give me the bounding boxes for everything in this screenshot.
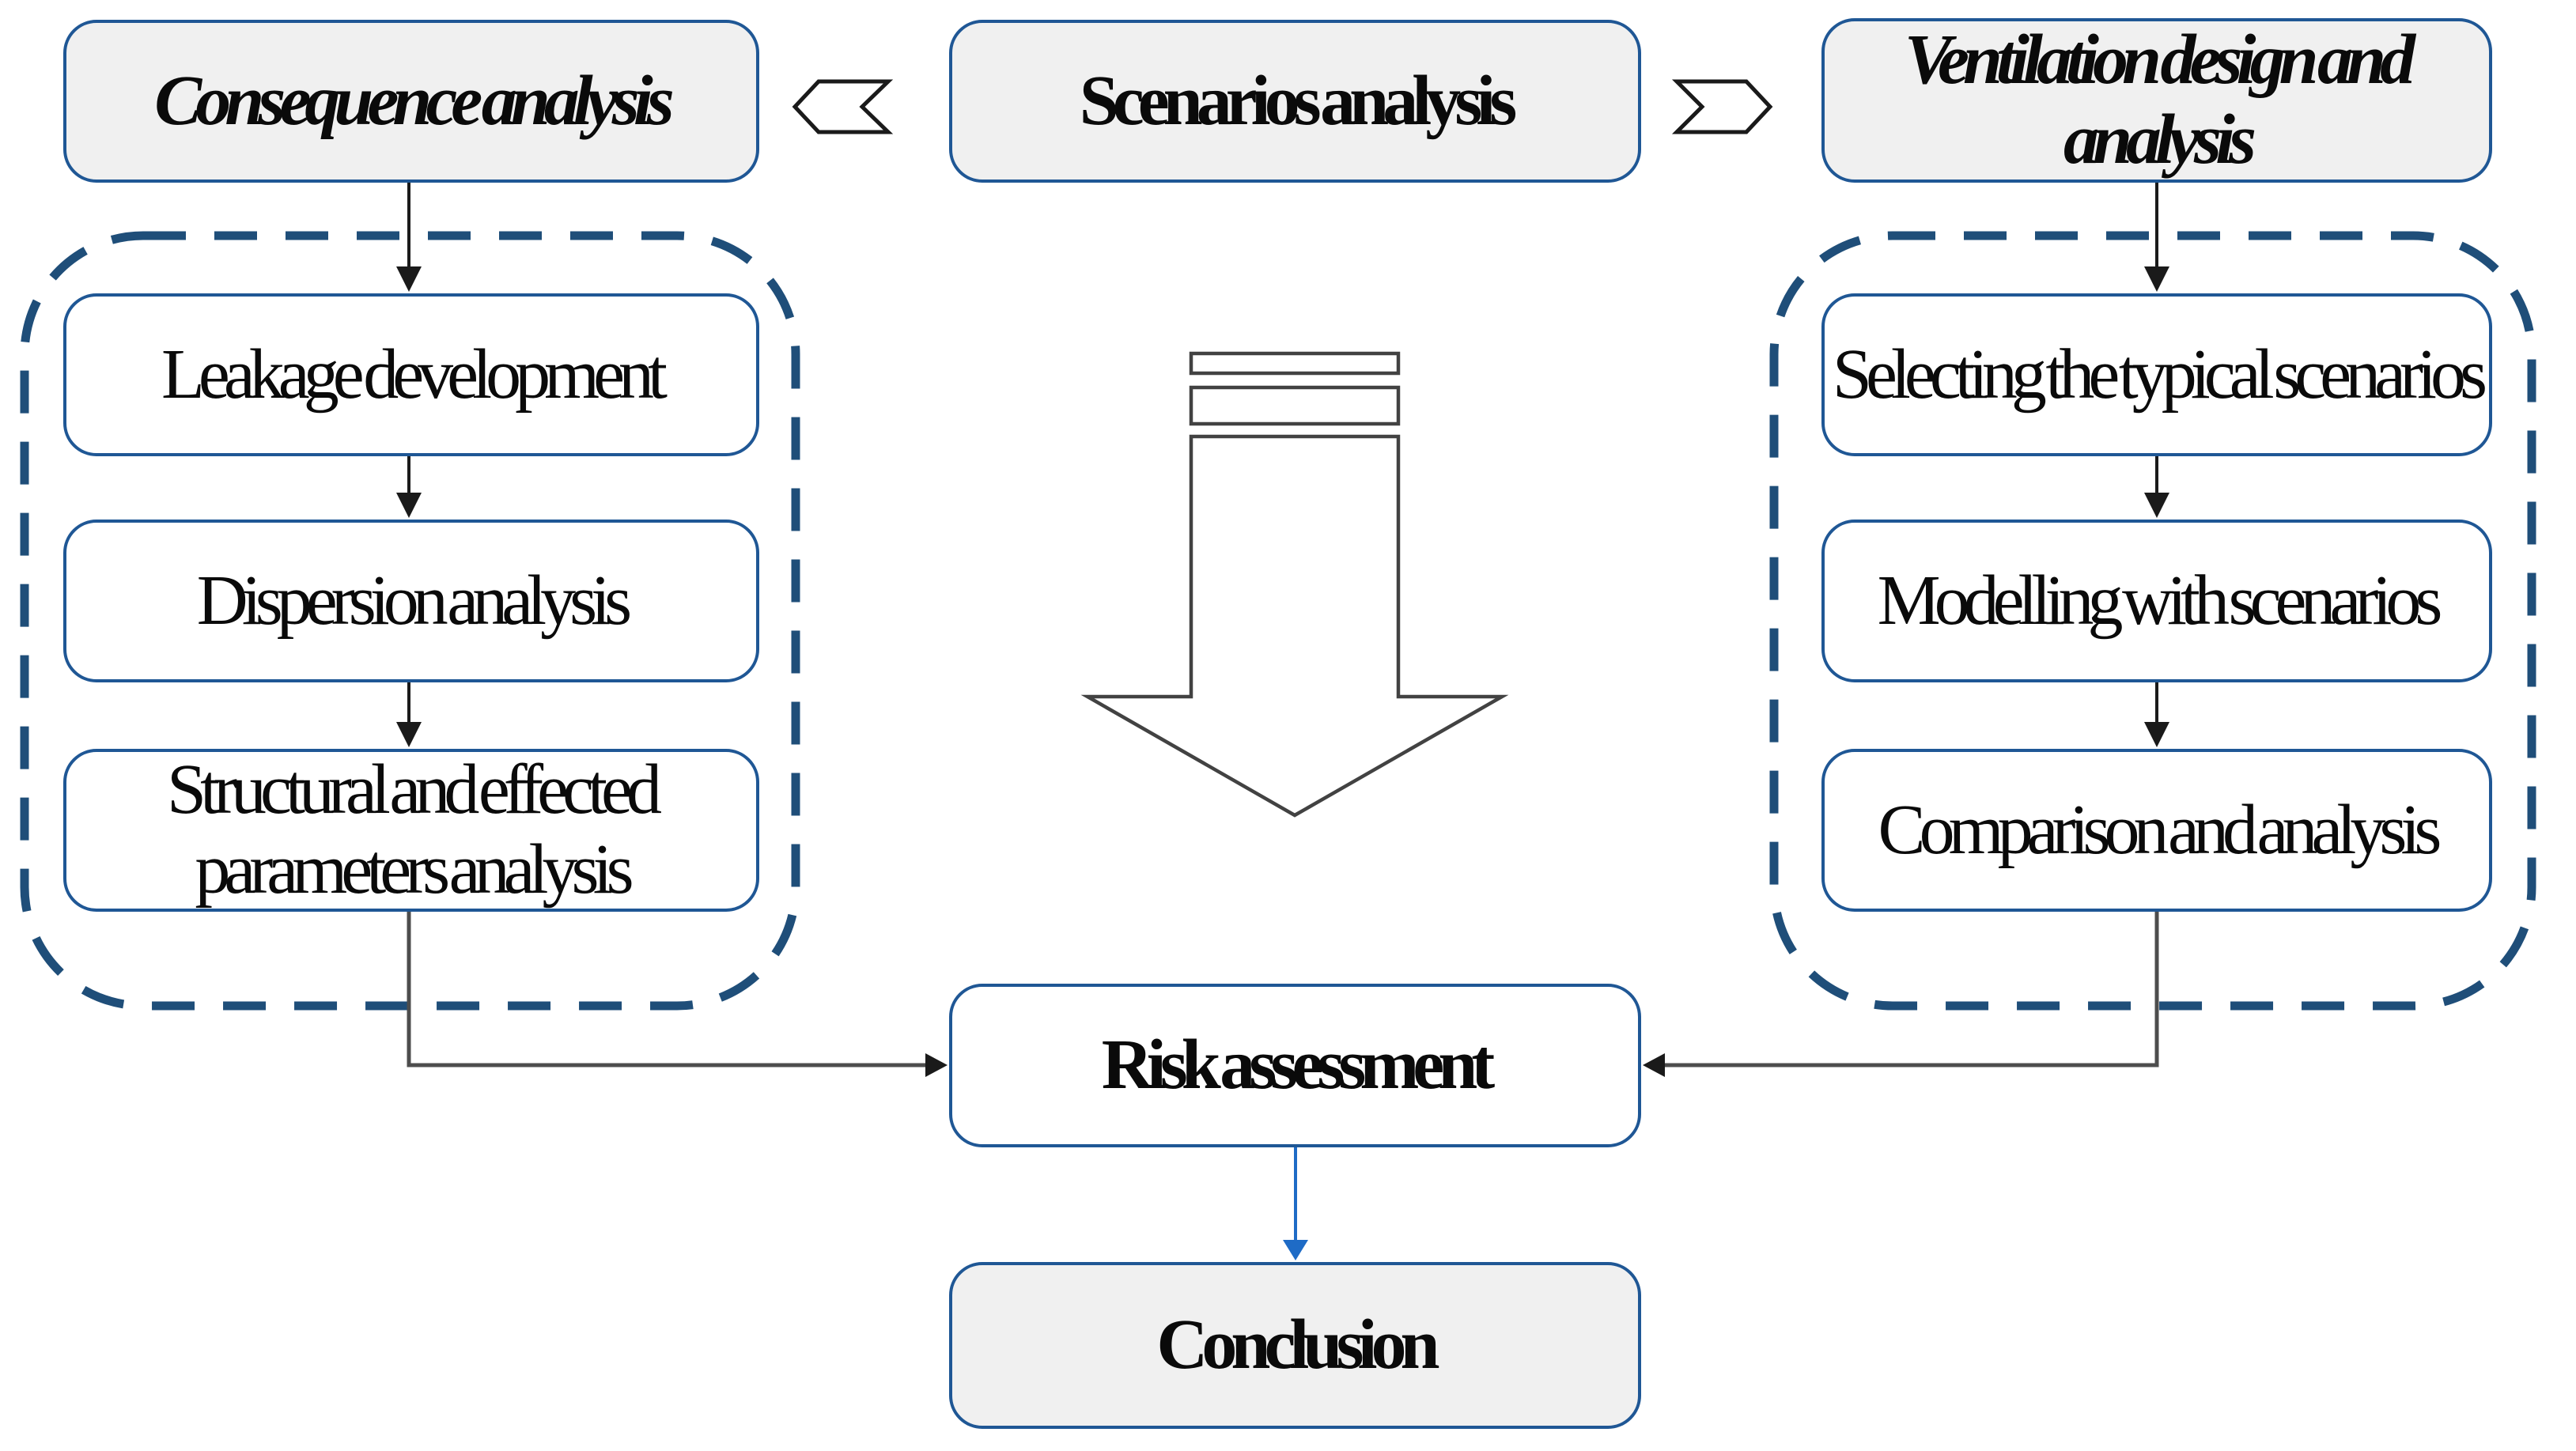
box-modelling-with-scenarios: Modelling with scenarios — [1821, 520, 2492, 682]
arrow-leakage-to-dispersion — [396, 456, 422, 518]
arrow-risk-to-conclusion — [1283, 1147, 1308, 1260]
consequence-group-dashed-border — [20, 231, 800, 1011]
arrow-consequence-to-leakage — [396, 183, 422, 292]
box-conclusion: Conclusion — [949, 1262, 1641, 1429]
box-comparison-and-analysis: Comparison and analysis — [1821, 749, 2492, 912]
box-selecting-typical-scenarios: Selecting the typical scenarios — [1821, 293, 2492, 456]
arrow-modelling-to-comparison — [2144, 682, 2169, 747]
box-risk-assessment: Risk assessment — [949, 984, 1641, 1147]
chevron-left-icon — [792, 79, 894, 134]
box-consequence-analysis: Consequence analysis — [63, 20, 759, 183]
box-structural-effected-parameters: Structural and effected parameters analy… — [63, 749, 759, 912]
box-dispersion-analysis: Dispersion analysis — [63, 520, 759, 682]
box-leakage-development: Leakage development — [63, 293, 759, 456]
arrow-dispersion-to-structural — [396, 682, 422, 747]
chevron-right-icon — [1671, 79, 1773, 134]
box-ventilation-design-and-analysis: Ventilation design and analysis — [1821, 18, 2492, 183]
arrow-selecting-to-modelling — [2144, 456, 2169, 518]
arrow-comparison-to-risk — [1643, 912, 2159, 1077]
arrow-ventilation-to-selecting — [2144, 183, 2169, 292]
arrow-structural-to-risk — [407, 912, 948, 1077]
box-scenarios-analysis: Scenarios analysis — [949, 20, 1641, 183]
striped-down-arrow-icon — [1080, 351, 1509, 818]
